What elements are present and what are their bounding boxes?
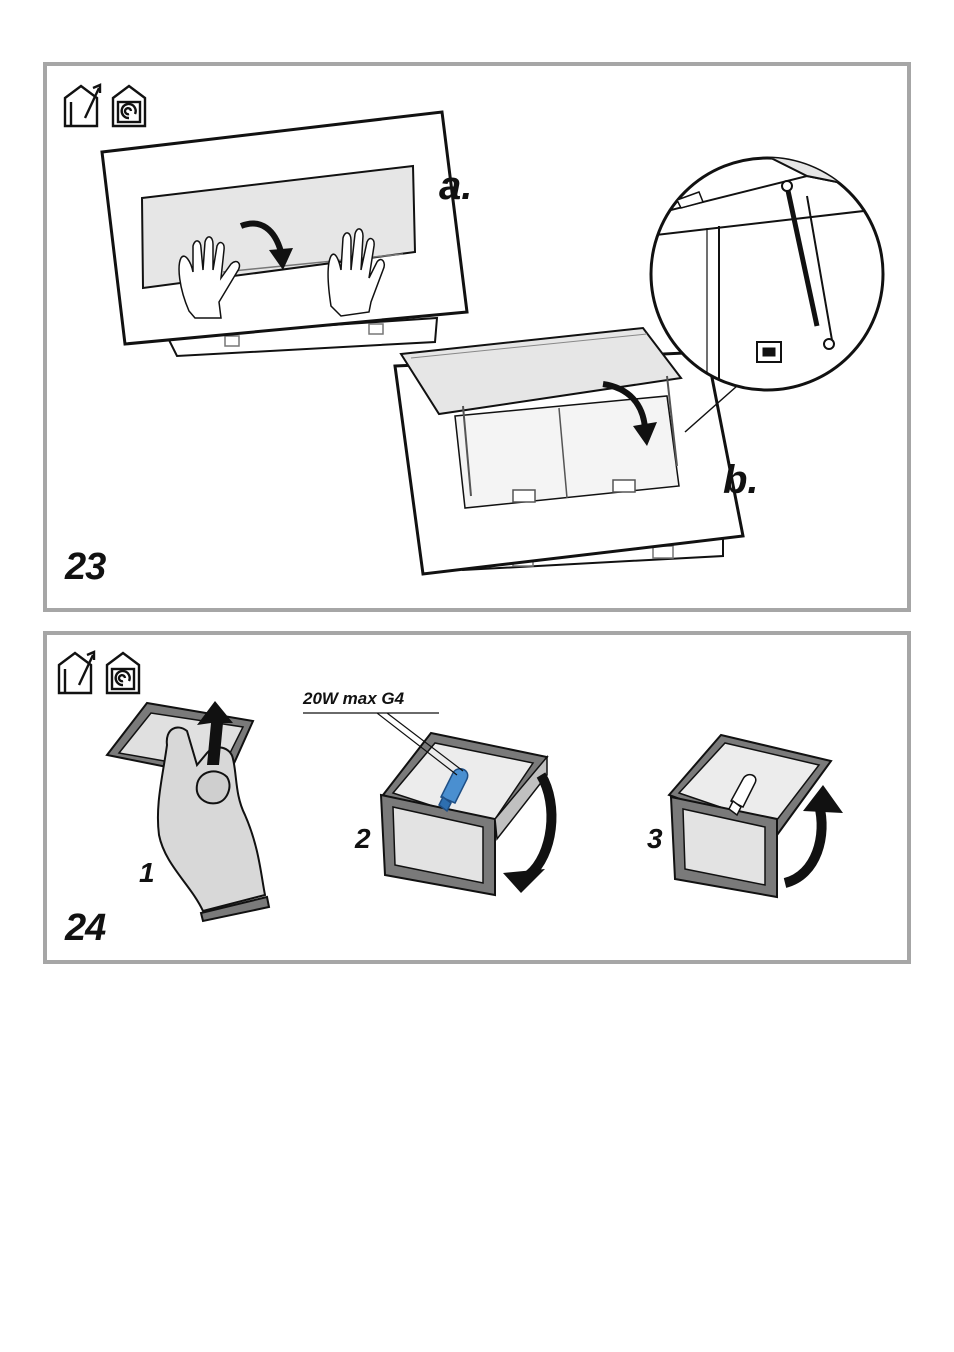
step-a-label: a. bbox=[439, 164, 472, 209]
figure-24-panel: 20W max G4 1 2 3 24 bbox=[43, 631, 911, 964]
step-2-lamp-housing bbox=[381, 733, 547, 895]
recirculation-icon bbox=[113, 86, 145, 126]
ducted-extraction-icon bbox=[65, 85, 100, 126]
figure-23-drawing bbox=[47, 66, 907, 608]
step-b-hood bbox=[395, 328, 743, 574]
step-3-label: 3 bbox=[647, 823, 663, 855]
lamp-spec-label: 20W max G4 bbox=[303, 689, 404, 709]
figure-24-drawing bbox=[47, 635, 907, 960]
ducted-extraction-icon bbox=[59, 652, 94, 693]
step-a-hood-front bbox=[102, 112, 467, 356]
step-2-label: 2 bbox=[355, 823, 371, 855]
detail-zoom-circle bbox=[647, 146, 907, 390]
step-1-label: 1 bbox=[139, 857, 155, 889]
figure-23-panel: a. b. 23 bbox=[43, 62, 911, 612]
figure-23-number: 23 bbox=[65, 546, 105, 589]
figure-24-number: 24 bbox=[65, 907, 105, 950]
recirculation-icon bbox=[107, 653, 139, 693]
step-b-label: b. bbox=[723, 458, 759, 503]
